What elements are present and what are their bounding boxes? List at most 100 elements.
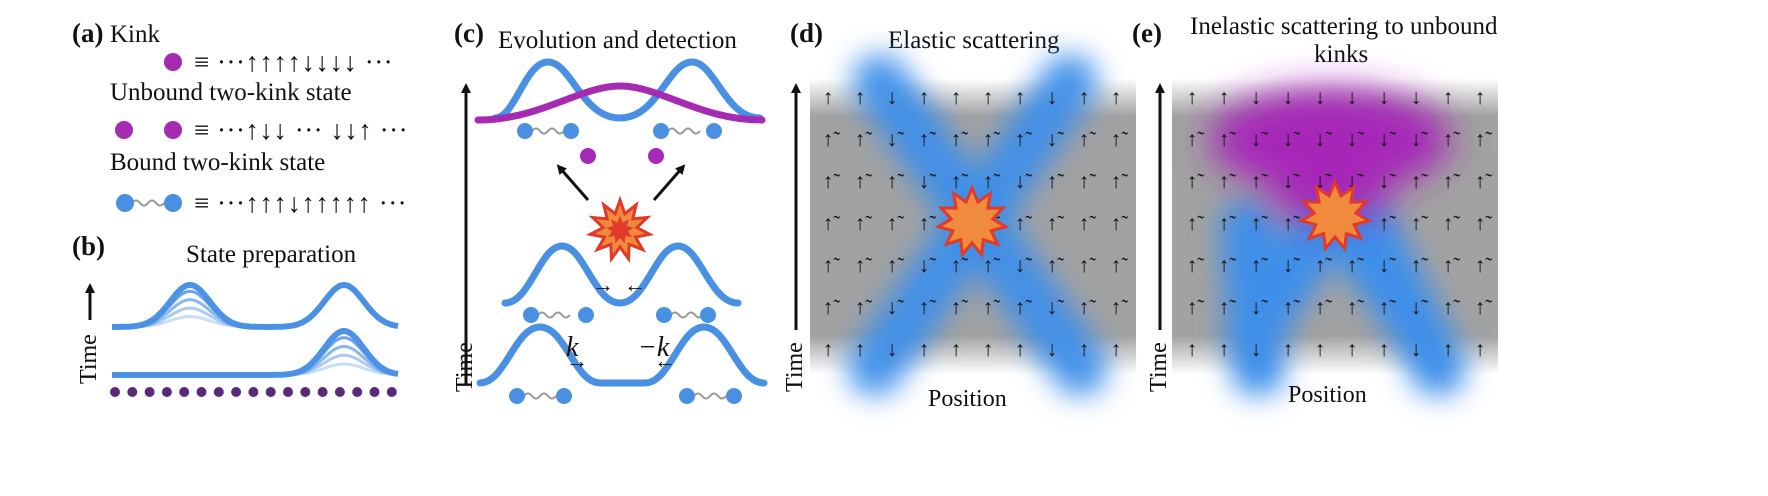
prep-curve-top (112, 285, 398, 327)
time-label-d: Time (782, 342, 808, 392)
lattice-dot (127, 387, 137, 397)
bound-pair (116, 194, 182, 212)
lattice-dot (248, 387, 258, 397)
panel-e: (e) Inelastic scattering to unbound kink… (1132, 13, 1498, 408)
spin-cell: ↓ (1411, 85, 1422, 109)
panel-b-curves (112, 285, 398, 375)
escape-arrow-left (560, 168, 588, 200)
spin-cell: ↑ (1315, 337, 1326, 361)
momentum-arrow-left: ← (654, 348, 676, 373)
spin-cell: ↓ (1347, 85, 1358, 109)
unbound-dot-right (164, 121, 182, 139)
spin-cell: ↑ (951, 337, 962, 361)
lattice-dot (318, 387, 328, 397)
panel-b-title: State preparation (186, 241, 357, 268)
unbound-kink-right (648, 148, 664, 164)
time-label-e: Time (1146, 342, 1172, 392)
spin-cell: ↑ (1475, 85, 1486, 109)
panel-e-title-line2: kinks (1314, 41, 1368, 68)
spin-cell: ↓ (1251, 85, 1262, 109)
spin-cell: ↑ (1379, 337, 1390, 361)
panel-a: (a) Kink ≡ ···↑↑↑↑↓↓↓↓ ··· Unbound two-k… (72, 18, 408, 218)
spin-cell: ↑ (983, 85, 994, 109)
lattice-dot (283, 387, 293, 397)
spin-cell: ↑ (1443, 85, 1454, 109)
spin-cell: ↓ (1047, 337, 1058, 361)
kink-title: Kink (110, 21, 161, 48)
bound-title: Bound two-kink state (110, 149, 325, 176)
spin-cell: ↑ (1079, 337, 1090, 361)
approach-arrow-left: ← (624, 272, 646, 297)
initial-bound-pair-left (509, 388, 572, 404)
spin-cell: ↓ (1379, 85, 1390, 109)
bound-sequence: ≡ ···↑↑↑↓↑↑↑↑↑ ··· (194, 188, 407, 218)
spin-cell: ↑ (1283, 337, 1294, 361)
unbound-title: Unbound two-kink state (110, 79, 352, 106)
panel-b-label: (b) (72, 231, 105, 261)
position-label-d: Position (928, 386, 1007, 412)
mid-bound-profile (505, 246, 738, 303)
spin-cell: ↑ (1187, 85, 1198, 109)
lattice-dot (231, 387, 241, 397)
spin-cell: ↑ (1015, 337, 1026, 361)
time-label-c: Time (452, 342, 478, 392)
unbound-kink-left (580, 148, 596, 164)
kink-sequence: ≡ ···↑↑↑↑↓↓↓↓ ··· (194, 47, 393, 77)
lattice-dot (145, 387, 155, 397)
kink-dot (164, 53, 182, 71)
panel-e-title-line1: Inelastic scattering to unbound (1190, 13, 1498, 40)
time-label-b: Time (76, 334, 102, 384)
lattice-dot (370, 387, 380, 397)
lattice-dot (162, 387, 172, 397)
spin-cell: ↑ (855, 85, 866, 109)
lattice-dot (352, 387, 362, 397)
final-bound-pair-left (517, 123, 579, 139)
spin-cell: ↑ (1443, 337, 1454, 361)
lattice-dot (335, 387, 345, 397)
panel-d-title: Elastic scattering (888, 27, 1060, 54)
prep-curve-bottom (112, 331, 398, 375)
unbound-dot-left (115, 121, 133, 139)
escape-arrow-right (654, 168, 682, 200)
final-bound-pair-right (653, 123, 722, 139)
initial-bound-pair-right (679, 388, 742, 404)
lattice-dot (197, 387, 207, 397)
spin-cell: ↑ (919, 337, 930, 361)
spin-cell: ↑ (983, 337, 994, 361)
unbound-sequence: ≡ ···↑↓↓ ··· ↓↓↑ ··· (194, 115, 408, 145)
spin-cell: ↑ (1111, 337, 1122, 361)
panel-a-label: (a) (72, 18, 103, 48)
prep-curve-bottom (112, 338, 398, 375)
spin-cell: ↓ (887, 337, 898, 361)
spin-cell: ↑ (1347, 337, 1358, 361)
panel-d-label: (d) (790, 18, 823, 48)
spin-cell: ↑ (1079, 85, 1090, 109)
spin-cell: ↑ (1187, 337, 1198, 361)
panel-c-title: Evolution and detection (498, 27, 737, 54)
panel-c: (c) Evolution and detection Time → ← (452, 18, 764, 404)
spin-cell: ↓ (1251, 337, 1262, 361)
approach-arrow-right: → (592, 272, 614, 297)
lattice-dot (266, 387, 276, 397)
lattice-dot (387, 387, 397, 397)
momentum-arrow-right: → (566, 348, 588, 373)
spin-cell: ↑ (919, 85, 930, 109)
mid-bound-pair-left (523, 307, 594, 323)
lattice-dot (214, 387, 224, 397)
lattice-dot (110, 387, 120, 397)
spin-cell: ↑ (1219, 337, 1230, 361)
spin-cell: ↑ (951, 85, 962, 109)
spin-cell: ↑ (823, 85, 834, 109)
spin-cell: ↓ (887, 85, 898, 109)
panel-b: (b) State preparation Time (72, 231, 398, 397)
initial-bound-profile (480, 327, 764, 383)
panel-e-label: (e) (1132, 18, 1162, 48)
spin-cell: ↓ (1283, 85, 1294, 109)
lattice-dot (179, 387, 189, 397)
prep-curve-bottom (112, 346, 398, 375)
mid-bound-pair-right (656, 307, 716, 323)
spin-cell: ↑ (1015, 85, 1026, 109)
panel-c-label: (c) (454, 18, 484, 48)
lattice-dot (300, 387, 310, 397)
